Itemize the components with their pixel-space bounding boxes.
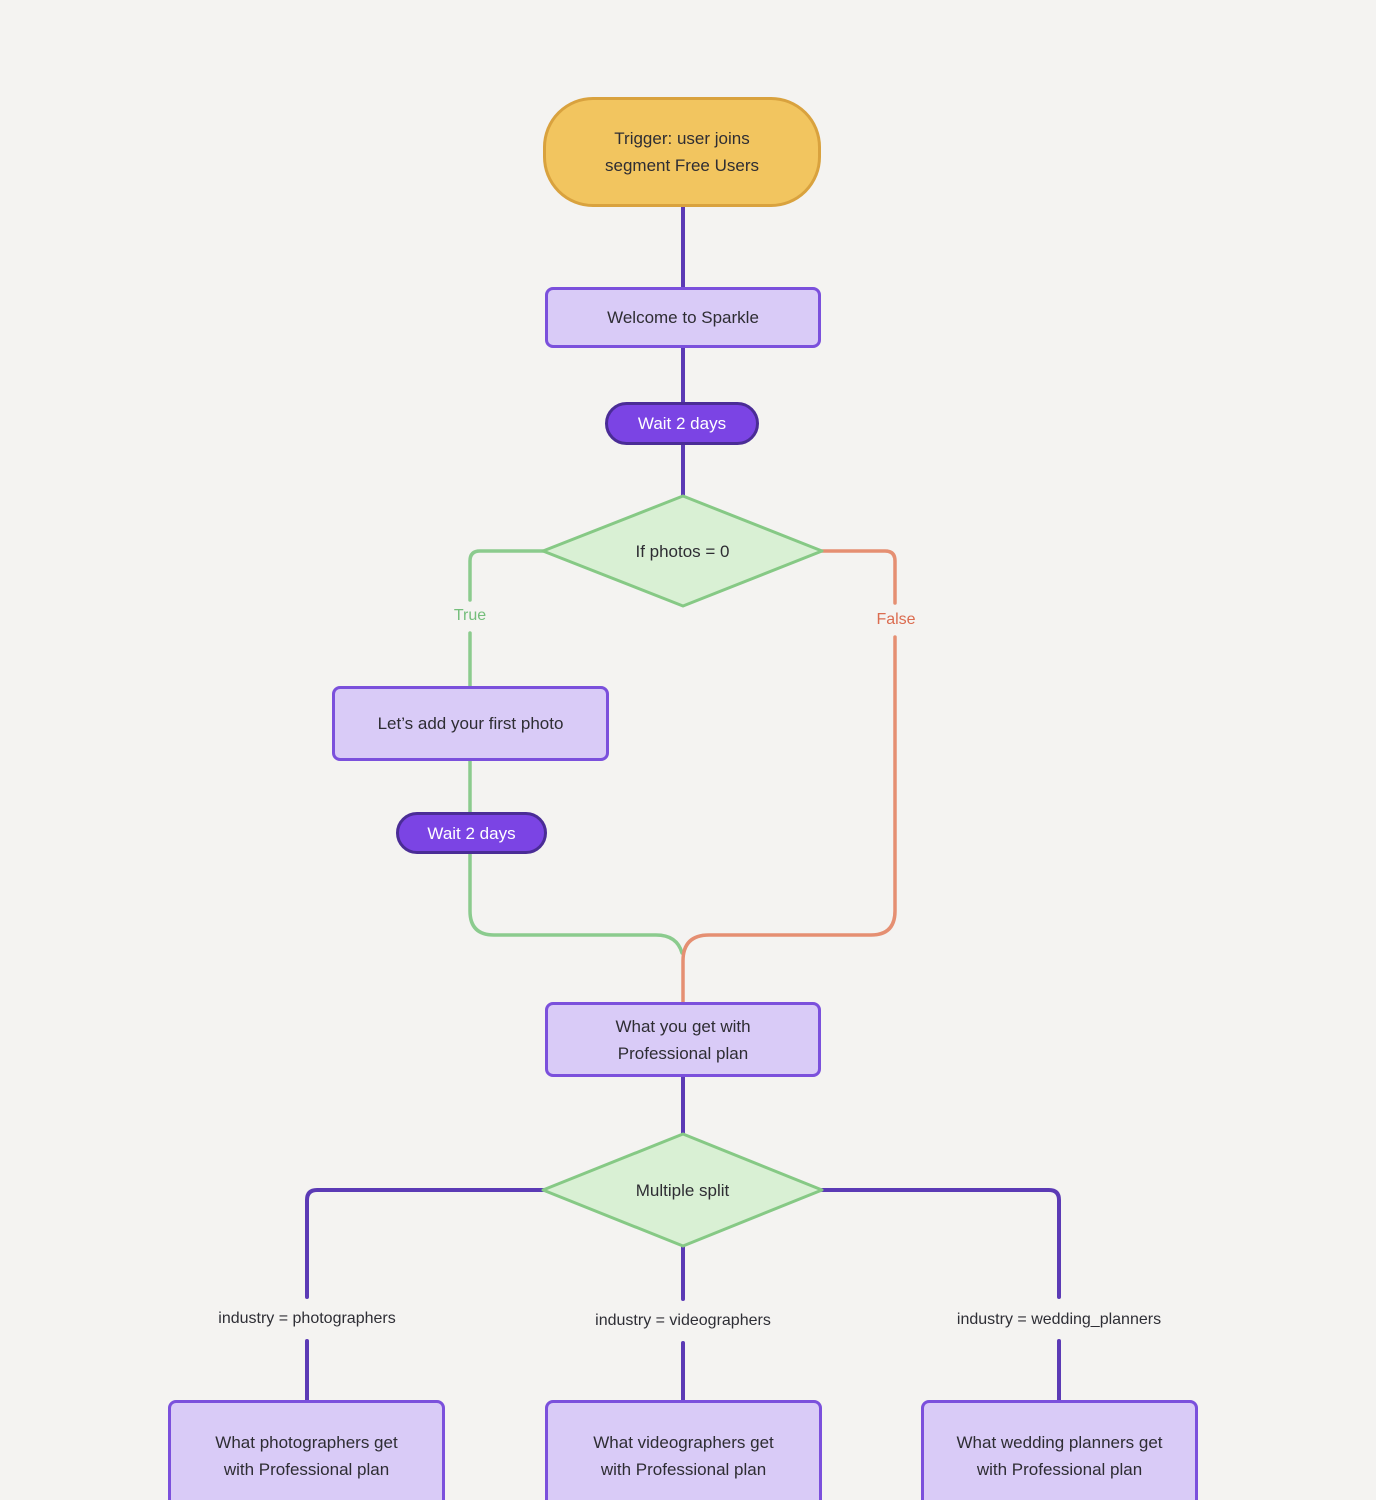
node-condition-if-photos-label: If photos = 0 <box>635 541 730 561</box>
edge-false-upper <box>820 549 897 605</box>
node-wait-2[interactable]: Wait 2 days <box>396 812 547 854</box>
node-trigger[interactable]: Trigger: user joins segment Free Users <box>543 97 821 207</box>
edge-true-upper <box>468 549 545 602</box>
node-photographers-line2: with Professional plan <box>223 1460 390 1479</box>
edge-split-photographers-upper <box>305 1188 545 1299</box>
node-wait-2-label: Wait 2 days <box>427 823 516 843</box>
edge-label-industry-photographers: industry = photographers <box>218 1310 396 1327</box>
condition-multiple-split-diamond <box>541 1132 824 1248</box>
edge-split-weddingplanners-upper <box>820 1188 1061 1299</box>
node-wedding-planners-email[interactable]: What wedding planners get with Professio… <box>921 1400 1198 1500</box>
node-first-photo-email[interactable]: Let’s add your first photo <box>332 686 609 761</box>
node-what-you-get-line1: What you get with <box>615 1016 751 1036</box>
node-trigger-label-line1: Trigger: user joins <box>614 129 750 148</box>
node-wedding-planners-line2: with Professional plan <box>976 1460 1143 1479</box>
node-videographers-line2: with Professional plan <box>600 1460 767 1479</box>
node-photographers-line1: What photographers get <box>215 1433 398 1452</box>
node-welcome-email[interactable]: Welcome to Sparkle <box>545 287 821 348</box>
edge-false-to-whatyouget <box>681 635 897 1004</box>
node-wedding-planners-line1: What wedding planners get <box>956 1433 1163 1452</box>
edge-label-true: True <box>453 607 487 624</box>
node-trigger-label-line2: segment Free Users <box>605 156 759 175</box>
condition-if-photos-diamond <box>541 494 824 608</box>
node-first-photo-label: Let’s add your first photo <box>377 714 564 733</box>
edge-label-industry-videographers: industry = videographers <box>595 1312 771 1329</box>
node-multiple-split[interactable]: Multiple split <box>543 1134 822 1246</box>
node-wait-1[interactable]: Wait 2 days <box>605 402 759 445</box>
node-multiple-split-label: Multiple split <box>635 1180 730 1200</box>
node-what-you-get-line2: Professional plan <box>617 1043 749 1063</box>
node-videographers-email[interactable]: What videographers get with Professional… <box>545 1400 822 1500</box>
edge-label-industry-wedding-planners: industry = wedding_planners <box>956 1311 1162 1328</box>
node-videographers-line1: What videographers get <box>593 1433 774 1452</box>
edge-wait2-to-merge <box>468 852 684 955</box>
edge-label-false: False <box>876 611 916 628</box>
node-photographers-email[interactable]: What photographers get with Professional… <box>168 1400 445 1500</box>
node-what-you-get-email[interactable]: What you get with Professional plan <box>545 1002 821 1077</box>
node-wait-1-label: Wait 2 days <box>637 414 727 433</box>
node-condition-if-photos[interactable]: If photos = 0 <box>543 496 822 606</box>
node-welcome-label: Welcome to Sparkle <box>607 308 759 327</box>
